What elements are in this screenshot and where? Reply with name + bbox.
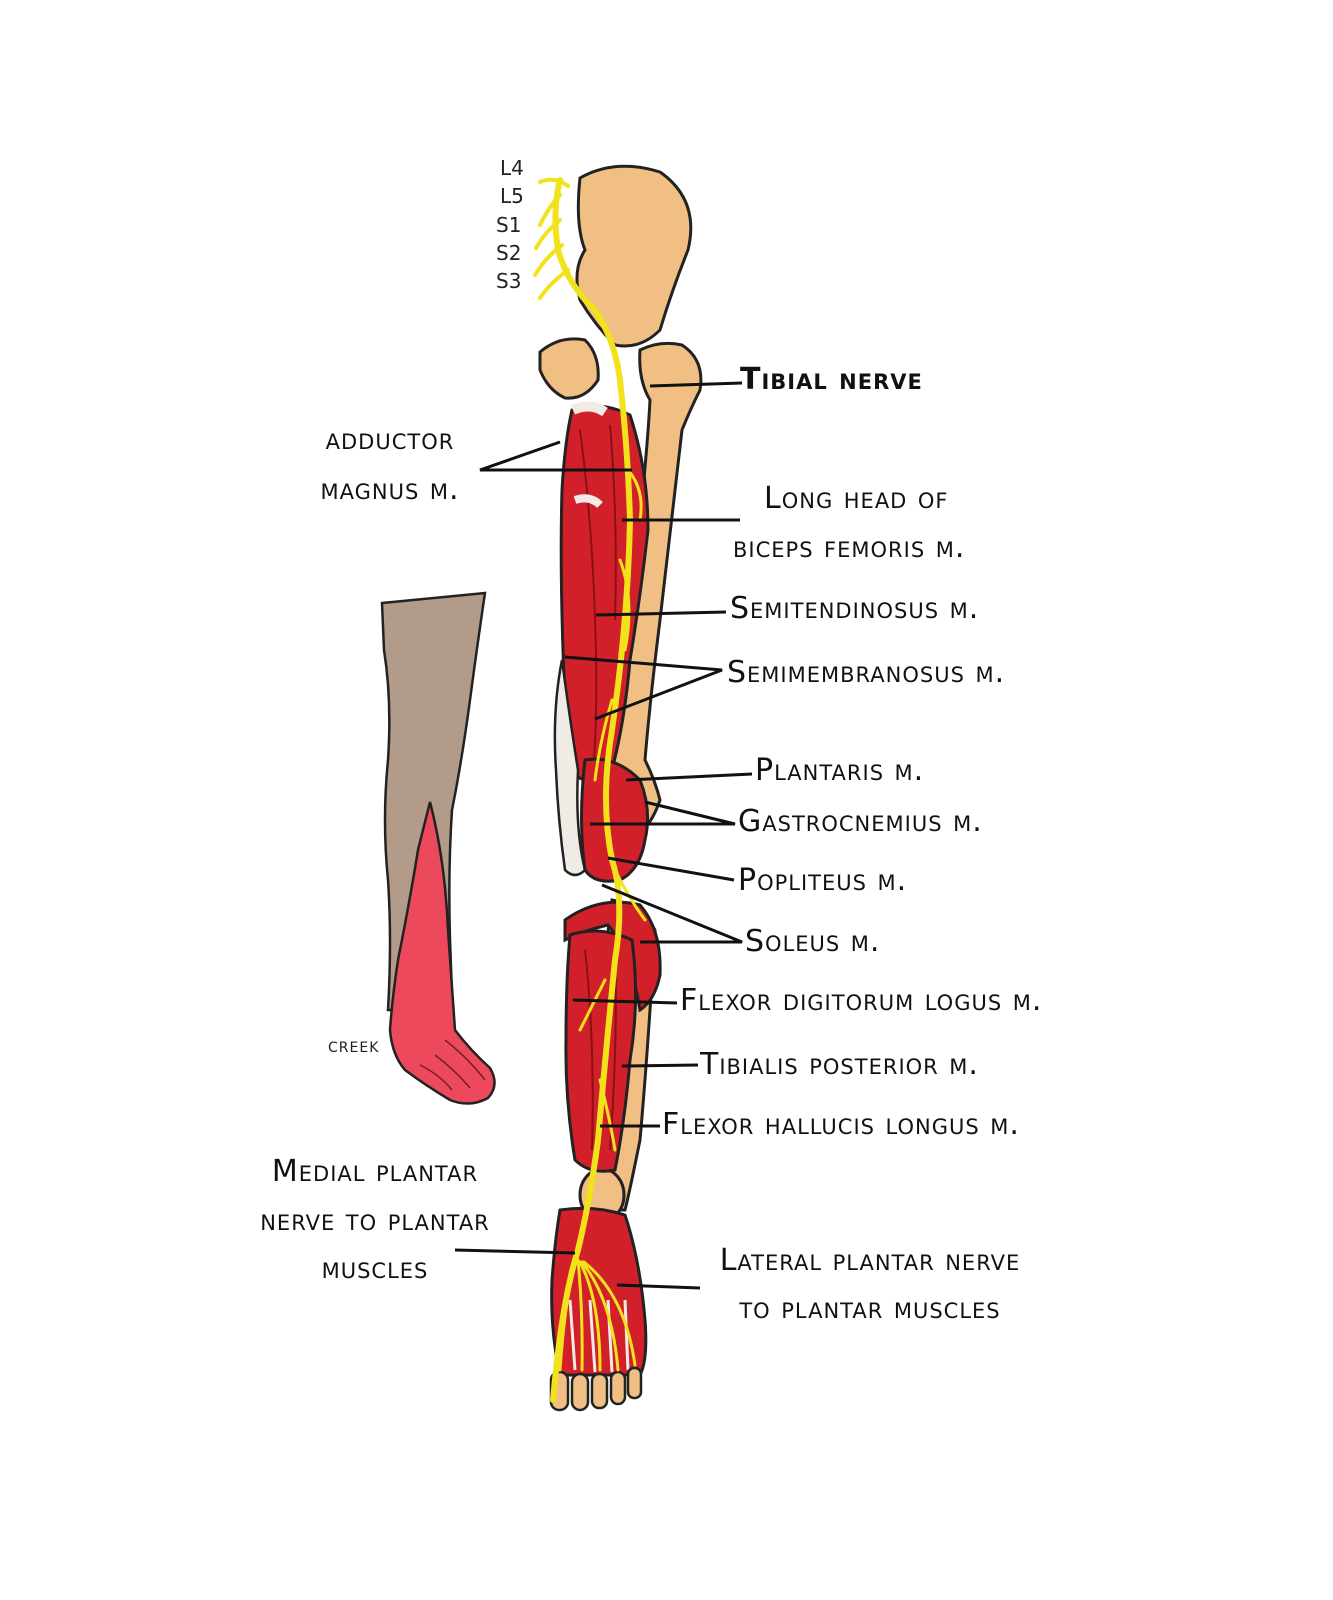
label-tibial-nerve: Tibial nerve: [740, 362, 923, 397]
tibial-nerve-path: [533, 177, 647, 1403]
label-medial-plantar-line1: Medial plantar: [271, 1154, 479, 1189]
label-flexor-hallucis: Flexor hallucis longus m.: [662, 1107, 1020, 1142]
leader-medial-plantar: [454, 1248, 576, 1255]
label-semitendinosus: Semitendinosus m.: [730, 591, 980, 626]
leader-lines: [454, 381, 753, 1290]
leader-tibialis-posterior: [621, 1063, 699, 1068]
label-soleus: Soleus m.: [745, 924, 881, 959]
leader-gastrocnemius: [590, 800, 736, 826]
label-medial-plantar-line3: muscles: [321, 1251, 429, 1286]
label-biceps-femoris-line1: Long head of: [764, 481, 949, 516]
label-flexor-digitorum: Flexor digitorum logus m.: [680, 983, 1043, 1018]
leader-flexor-digitorum: [572, 998, 678, 1005]
label-lateral-plantar-line2: to plantar muscles: [739, 1291, 1001, 1326]
leader-adductor-magnus: [479, 440, 632, 472]
inset-sensory-area: [388, 801, 496, 1105]
leader-plantaris: [625, 772, 753, 782]
semitendinosus-tendon: [553, 659, 587, 877]
leader-lateral-plantar: [616, 1283, 701, 1290]
leader-semitendinosus: [595, 610, 727, 617]
label-lateral-plantar-line1: Lateral plantar nerve: [719, 1243, 1021, 1278]
label-adductor-magnus-line1: adductor: [325, 422, 455, 457]
ischium: [538, 337, 600, 400]
inset-leg: [380, 591, 496, 1105]
label-adductor-magnus-line2: magnus m.: [320, 472, 460, 507]
segment-label-l4: L4: [500, 156, 524, 180]
segment-label-s3: S3: [496, 269, 522, 293]
label-semimembranosus: Semimembranosus m.: [727, 655, 1006, 690]
label-biceps-femoris-line2: biceps femoris m.: [733, 530, 966, 565]
segment-label-s2: S2: [496, 241, 522, 265]
label-gastrocnemius: Gastrocnemius m.: [738, 804, 983, 839]
segment-label-s1: S1: [496, 213, 522, 237]
segment-label-l5: L5: [500, 184, 524, 208]
leader-soleus: [601, 883, 743, 944]
main-limb: [533, 164, 703, 1412]
hip-bone: [575, 164, 693, 348]
label-popliteus: Popliteus m.: [738, 863, 908, 898]
leader-popliteus: [607, 856, 735, 882]
label-plantaris: Plantaris m.: [755, 753, 925, 788]
leader-tibial-nerve: [649, 381, 743, 388]
artist-signature: CREEK: [328, 1040, 380, 1056]
label-tibialis-posterior: Tibialis posterior m.: [700, 1047, 979, 1082]
toes: [549, 1366, 643, 1412]
calf-muscles: [564, 929, 638, 1173]
leader-semimembranosus: [564, 655, 723, 721]
label-medial-plantar-line2: nerve to plantar: [260, 1203, 490, 1238]
